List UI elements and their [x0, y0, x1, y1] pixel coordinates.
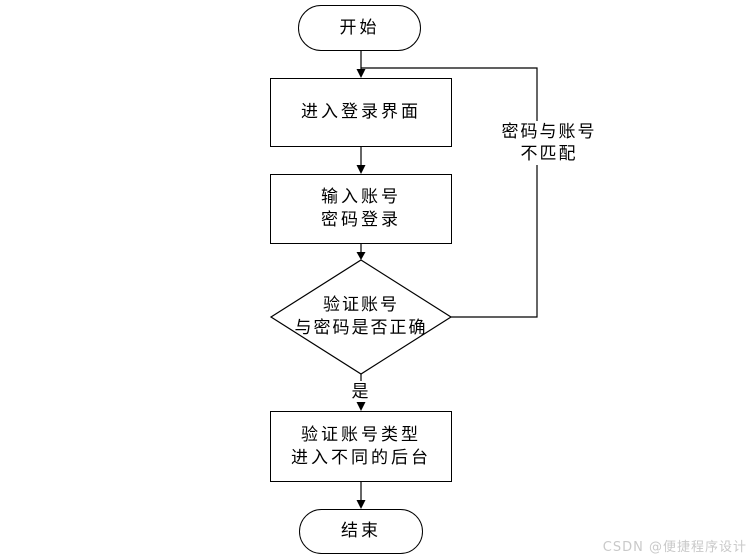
- node-verify-credentials-label: 验证账号 与密码是否正确: [281, 294, 441, 340]
- edge-label-yes: 是: [346, 381, 376, 402]
- edge-label-no: 密码与账号 不匹配: [490, 121, 608, 165]
- arrowhead-into-login: [356, 69, 366, 78]
- edge-no-feedback-line: [361, 67, 538, 318]
- node-input-credentials: 输入账号 密码登录: [270, 174, 452, 244]
- node-input-credentials-line1: 输入账号: [321, 187, 401, 207]
- node-verify-type: 验证账号类型 进入不同的后台: [270, 411, 452, 482]
- node-end: 结束: [299, 509, 423, 554]
- arrowhead-into-decision: [356, 252, 366, 260]
- node-input-credentials-line2: 密码登录: [321, 210, 401, 230]
- watermark-text: CSDN @便捷程序设计: [602, 540, 747, 555]
- node-verify-type-line2: 进入不同的后台: [291, 447, 431, 468]
- node-verify-type-line1: 验证账号类型: [301, 424, 421, 445]
- arrowhead-into-verify-type: [356, 402, 366, 411]
- arrowhead-into-input: [356, 165, 366, 174]
- node-verify-credentials-line2: 与密码是否正确: [294, 318, 428, 338]
- node-verify-credentials-line1: 验证账号: [323, 295, 399, 315]
- edge-label-no-line2: 不匹配: [520, 144, 578, 164]
- node-enter-login-label: 进入登录界面: [301, 102, 421, 122]
- node-end-label: 结束: [341, 521, 381, 541]
- edge-label-no-line1: 密码与账号: [501, 122, 597, 142]
- node-start: 开始: [298, 5, 421, 51]
- arrowhead-into-end: [356, 500, 366, 509]
- node-enter-login: 进入登录界面: [270, 78, 452, 147]
- node-start-label: 开始: [339, 17, 380, 38]
